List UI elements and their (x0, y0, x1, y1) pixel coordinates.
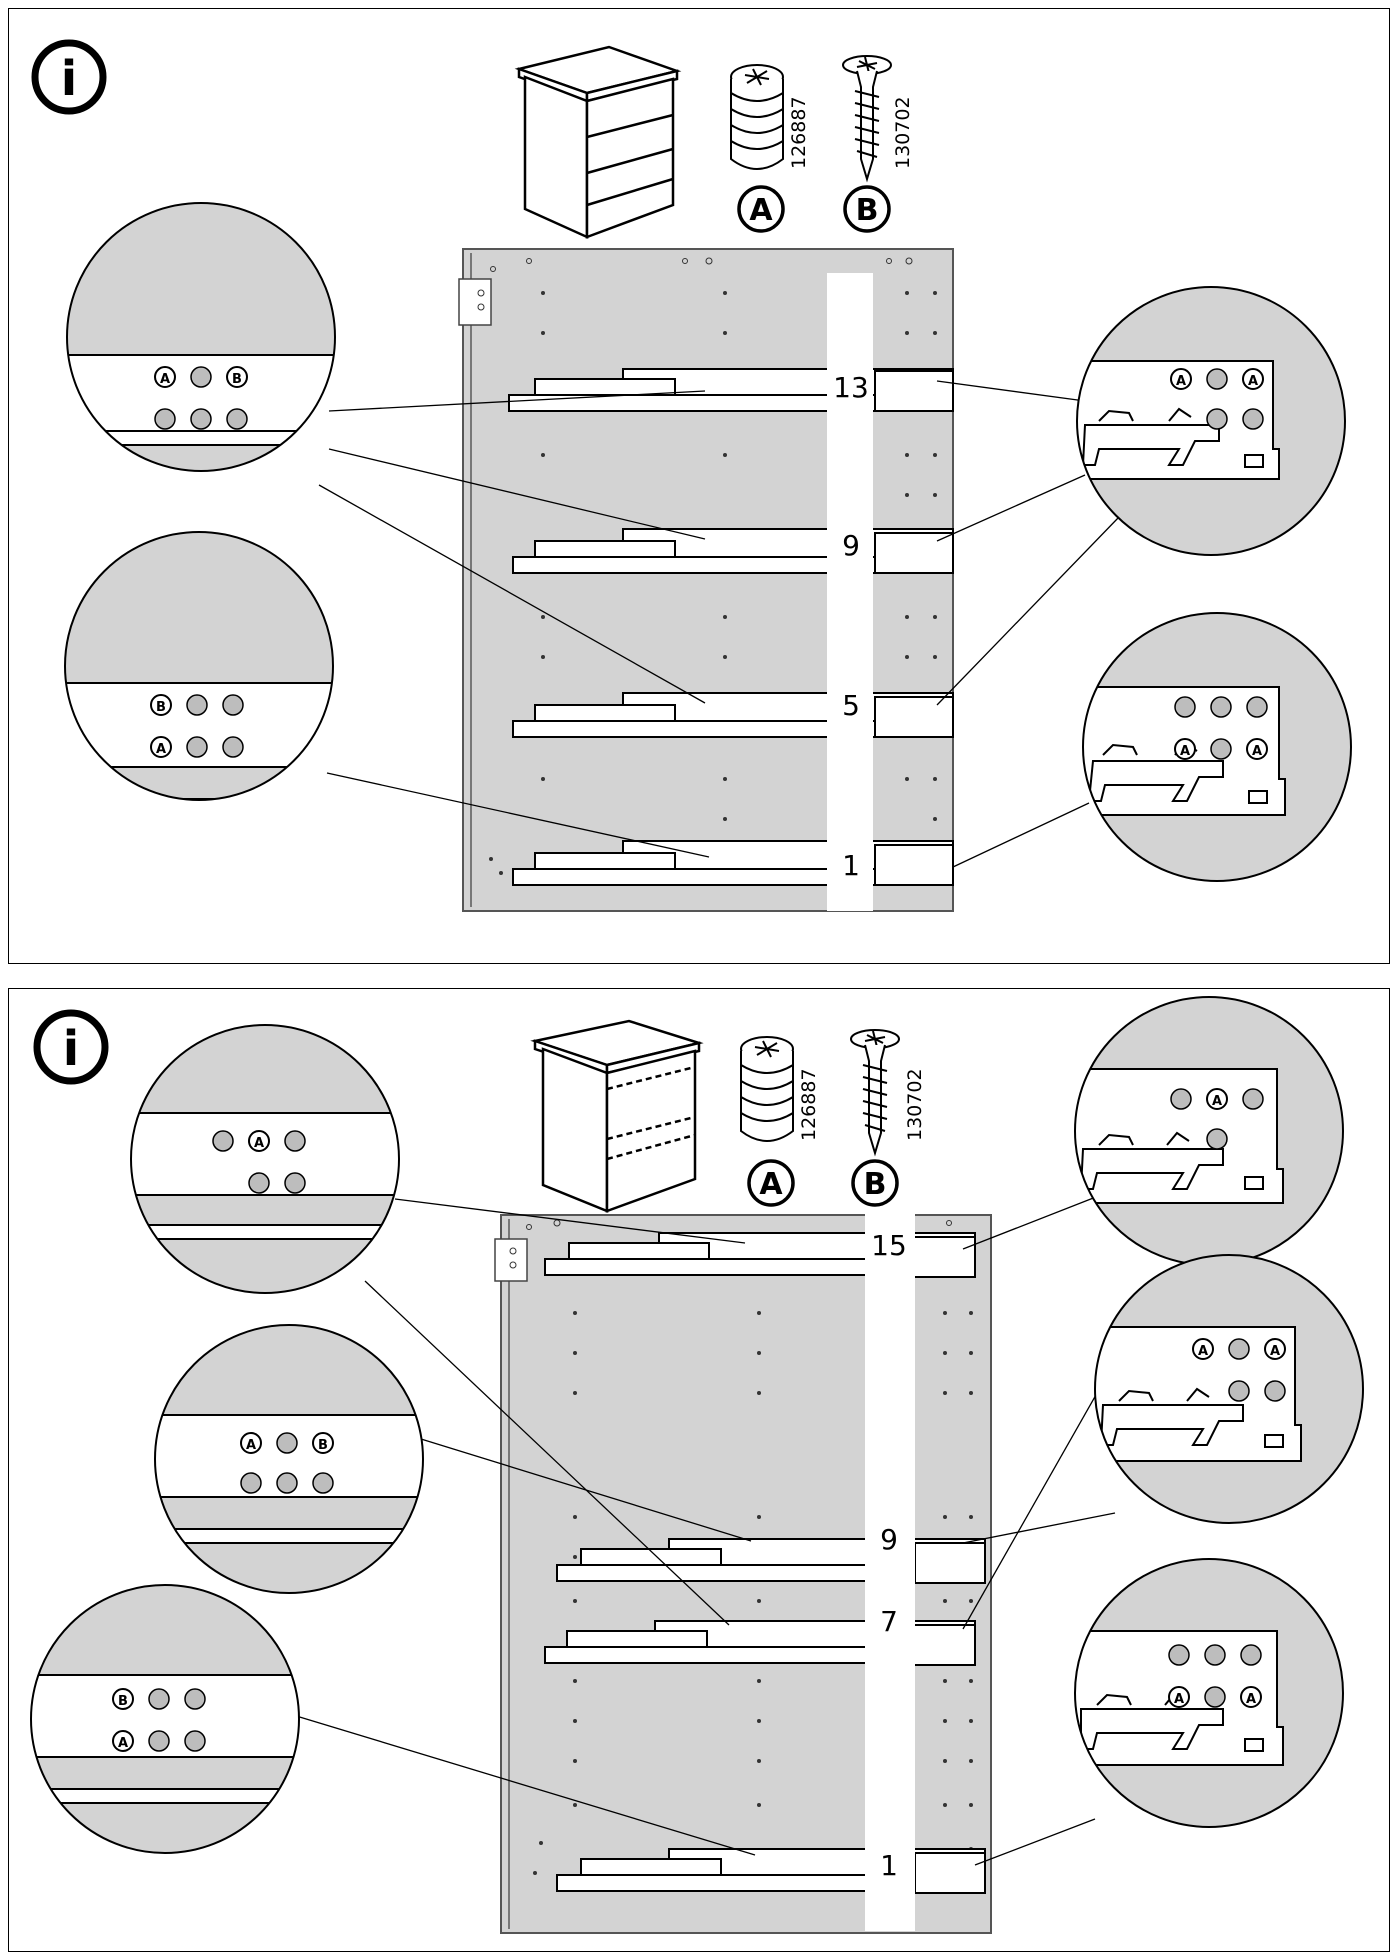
svg-text:A: A (1176, 374, 1186, 389)
svg-text:A: A (1174, 1692, 1184, 1707)
svg-text:B: B (864, 1167, 887, 1202)
detail-callout-runner-front-b: A A (1082, 612, 1352, 882)
svg-text:A: A (118, 1736, 128, 1751)
svg-text:A: A (1252, 744, 1262, 759)
svg-text:B: B (156, 700, 166, 715)
part-a-number: 126887 (798, 1068, 820, 1141)
position-label-15: 15 (871, 1229, 907, 1262)
svg-text:B: B (318, 1438, 328, 1453)
position-label-5: 5 (842, 689, 860, 722)
detail-callout-runner-front-3: A A (1074, 1558, 1344, 1828)
panel-top-drawing: i 126887 A 130702 B (31, 39, 1352, 912)
position-label-13: 13 (833, 371, 869, 404)
svg-text:A: A (160, 372, 170, 387)
nightstand-illustration (530, 1019, 704, 1213)
position-label-9: 9 (880, 1523, 898, 1556)
svg-text:A: A (749, 193, 773, 228)
position-label-1: 1 (880, 1849, 898, 1882)
cabinet-side-panel (458, 248, 954, 912)
nightstand-illustration (514, 45, 682, 239)
svg-text:A: A (1246, 1692, 1256, 1707)
instruction-panel-bottom: i 126887 A 130702 B (8, 988, 1390, 1952)
panel-bottom-white-strip (865, 1211, 915, 1931)
panel-top-white-strip (827, 273, 873, 911)
runner-rail-1 (556, 1848, 986, 1894)
svg-text:B: B (118, 1694, 128, 1709)
detail-callout-1: B A (30, 1584, 300, 1854)
runner-rail-9 (512, 528, 954, 574)
svg-text:A: A (1270, 1344, 1280, 1359)
part-b-badge: B (851, 1159, 899, 1207)
instruction-panel-top: i 126887 A 130702 B (8, 8, 1390, 964)
screw-icon (850, 1029, 900, 1157)
svg-text:A: A (1180, 744, 1190, 759)
part-a-badge: A (737, 185, 785, 233)
cam-dowel-icon (730, 64, 784, 170)
part-a-badge: A (747, 1159, 795, 1207)
leader-lines-top (318, 380, 1120, 868)
svg-text:A: A (1198, 1344, 1208, 1359)
svg-text:i: i (61, 51, 77, 107)
detail-callout-runner-front-a: A A (1076, 286, 1346, 556)
detail-callout-13: A B (66, 202, 336, 472)
svg-text:B: B (232, 372, 242, 387)
svg-text:B: B (856, 193, 879, 228)
svg-text:A: A (1212, 1094, 1222, 1109)
panel-bottom-drawing: i 126887 A 130702 B (30, 996, 1364, 1934)
position-label-9: 9 (842, 529, 860, 562)
detail-callout-runner-front-1: A (1074, 996, 1344, 1266)
position-label-1: 1 (842, 849, 860, 882)
part-b-number: 130702 (904, 1068, 926, 1141)
screw-icon (842, 55, 892, 183)
part-b-badge: B (843, 185, 891, 233)
svg-text:i: i (63, 1021, 79, 1077)
part-b-number: 130702 (892, 96, 914, 169)
svg-text:A: A (246, 1438, 256, 1453)
info-icon: i (31, 39, 107, 115)
svg-text:A: A (759, 1167, 783, 1202)
detail-callout-runner-front-2: A A (1094, 1254, 1364, 1524)
svg-text:A: A (254, 1136, 264, 1151)
svg-text:A: A (1248, 374, 1258, 389)
part-a-number: 126887 (788, 96, 810, 169)
detail-callout-15: A (130, 1024, 400, 1294)
position-label-7: 7 (880, 1605, 898, 1638)
detail-callout-9: A B (154, 1324, 424, 1594)
svg-text:A: A (156, 742, 166, 757)
detail-callout-1: B A (64, 531, 334, 801)
info-icon: i (33, 1009, 109, 1085)
cam-dowel-icon (740, 1036, 794, 1142)
